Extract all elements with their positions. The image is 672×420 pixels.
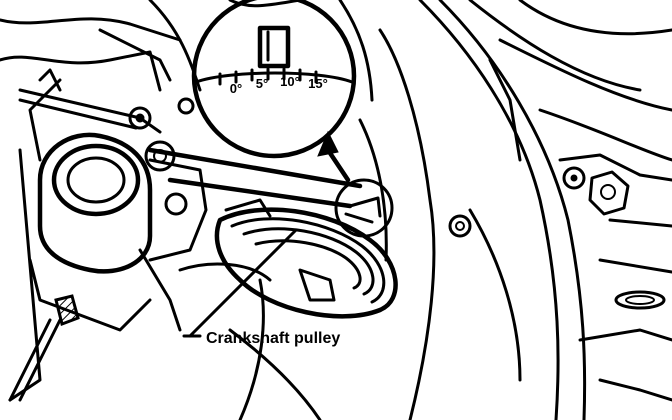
timing-scale-mark-15: 15° xyxy=(308,76,328,91)
crankshaft-pulley xyxy=(214,198,398,319)
crankshaft-pulley-label: Crankshaft pulley xyxy=(206,330,340,347)
hose-clamp-right xyxy=(614,290,666,310)
magnified-inset xyxy=(191,0,357,159)
bolt-head-right-lower xyxy=(448,214,472,238)
adjusting-arm xyxy=(144,140,363,216)
bolt-head-right-upper xyxy=(562,166,586,190)
bolt-head-right-large xyxy=(588,170,630,216)
timing-scale-mark-0: 0° xyxy=(230,81,242,96)
timing-mark-circle xyxy=(334,178,394,238)
pipe-bracket xyxy=(18,28,195,134)
timing-scale-mark-10: 10° xyxy=(280,74,300,89)
alternator xyxy=(8,132,208,402)
timing-scale-mark-5: 5° xyxy=(256,76,268,91)
pointer-arrow xyxy=(317,130,351,183)
callout-leader-lines xyxy=(182,228,298,338)
